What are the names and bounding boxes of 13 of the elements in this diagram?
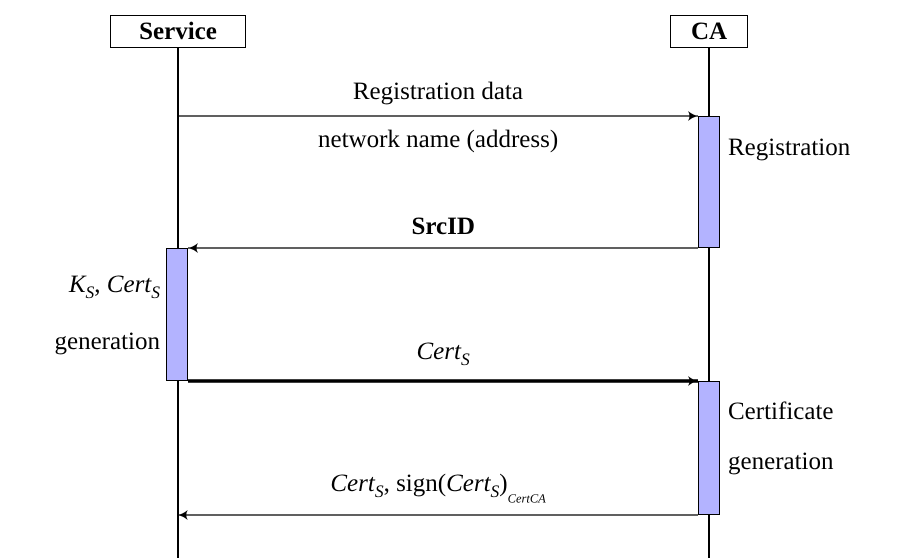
activation-bar xyxy=(166,248,188,381)
activation-bar xyxy=(698,116,720,248)
participant-box: Service xyxy=(110,15,246,48)
message-label: Registration data xyxy=(352,78,523,106)
activity-label: Certificate generation xyxy=(728,397,835,477)
message-label: SrcID xyxy=(412,213,475,241)
lifeline xyxy=(177,48,178,558)
activity-label: K$_{S}$, Cert$_{S}$ generation xyxy=(53,270,160,357)
activity-label: Registration xyxy=(728,133,852,163)
participant-box: CA xyxy=(670,15,748,48)
message-note: network name (address) xyxy=(318,126,558,154)
message-label: Cert$_{S}$ xyxy=(416,338,470,370)
activation-bar xyxy=(698,381,720,515)
